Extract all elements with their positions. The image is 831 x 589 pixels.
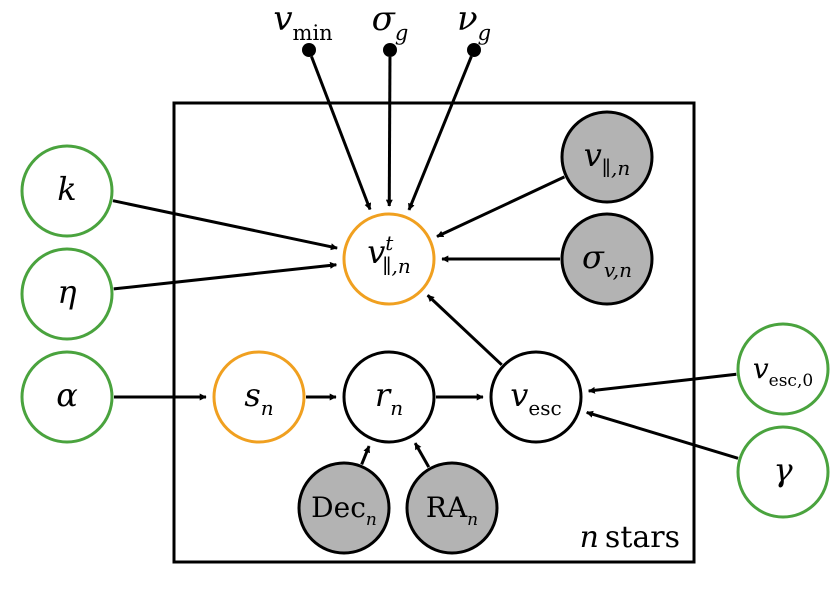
node-circle-vesc xyxy=(489,350,583,444)
plate-n-stars xyxy=(172,101,696,564)
label-sigma_g: σg xyxy=(372,0,409,45)
node-gamma: γ xyxy=(736,425,830,519)
node-s_n: sn xyxy=(212,350,306,444)
node-nu_g: νg xyxy=(457,0,491,57)
edge-gamma-to-vesc xyxy=(586,410,739,460)
edge-dec-to-r_n xyxy=(360,445,371,466)
node-circle-s_n xyxy=(212,350,306,444)
node-circle-alpha xyxy=(20,350,114,444)
label-s_n: sn xyxy=(244,376,273,420)
node-v_true: vt∥,n xyxy=(342,212,436,306)
node-alpha: α xyxy=(20,350,114,444)
node-v_obs: v∥,n xyxy=(560,110,654,204)
fixed-param-dot-sigma_g xyxy=(383,43,397,57)
node-sigma_g: σg xyxy=(372,0,409,57)
label-r_n: rn xyxy=(375,376,403,420)
node-dec: Decn xyxy=(297,461,391,555)
node-r_n: rn xyxy=(342,350,436,444)
label-alpha: α xyxy=(56,376,78,414)
node-circle-v_obs xyxy=(560,110,654,204)
edge-vesc-to-v_true xyxy=(426,294,503,366)
label-dec: Decn xyxy=(311,491,377,530)
edge-vmin-to-v_true xyxy=(310,56,372,211)
edge-v_obs-to-v_true xyxy=(436,175,566,238)
node-vesc: vesc xyxy=(489,350,583,444)
label-v_obs: v∥,n xyxy=(584,136,631,180)
label-vesc: vesc xyxy=(510,376,561,420)
node-circle-k xyxy=(20,144,114,238)
label-k: k xyxy=(57,170,76,208)
label-eta: η xyxy=(57,273,76,311)
fixed-param-dot-vmin xyxy=(302,43,316,57)
node-circle-eta xyxy=(20,247,114,341)
edge-nu_g-to-v_true xyxy=(407,55,473,211)
node-circle-dec xyxy=(297,461,391,555)
node-ra: RAn xyxy=(405,461,499,555)
label-gamma: γ xyxy=(773,451,793,489)
edge-ra-to-r_n xyxy=(413,442,431,468)
edge-eta-to-v_true xyxy=(113,261,338,291)
node-circle-gamma xyxy=(736,425,830,519)
node-eta: η xyxy=(20,247,114,341)
node-circle-vesc0 xyxy=(736,322,830,416)
edge-vesc0-to-vesc xyxy=(587,372,737,394)
label-sigma_v: σv,n xyxy=(582,238,632,282)
label-nu_g: νg xyxy=(457,0,491,45)
node-circle-v_true xyxy=(342,212,436,306)
node-circle-sigma_v xyxy=(560,212,654,306)
node-sigma_v: σv,n xyxy=(560,212,654,306)
label-vmin: vmin xyxy=(273,0,332,45)
node-vesc0: vesc,0 xyxy=(736,322,830,416)
node-vmin: vmin xyxy=(273,0,333,57)
edges xyxy=(112,55,739,468)
node-circle-r_n xyxy=(342,350,436,444)
label-ra: RAn xyxy=(426,491,478,530)
fixed-param-dot-nu_g xyxy=(467,43,481,57)
edge-k-to-v_true xyxy=(112,199,338,251)
label-v_true: vt∥,n xyxy=(367,231,411,278)
edge-sigma_g-to-v_true xyxy=(385,56,393,207)
node-k: k xyxy=(20,144,114,238)
node-circle-ra xyxy=(405,461,499,555)
label-vesc0: vesc,0 xyxy=(753,352,813,391)
